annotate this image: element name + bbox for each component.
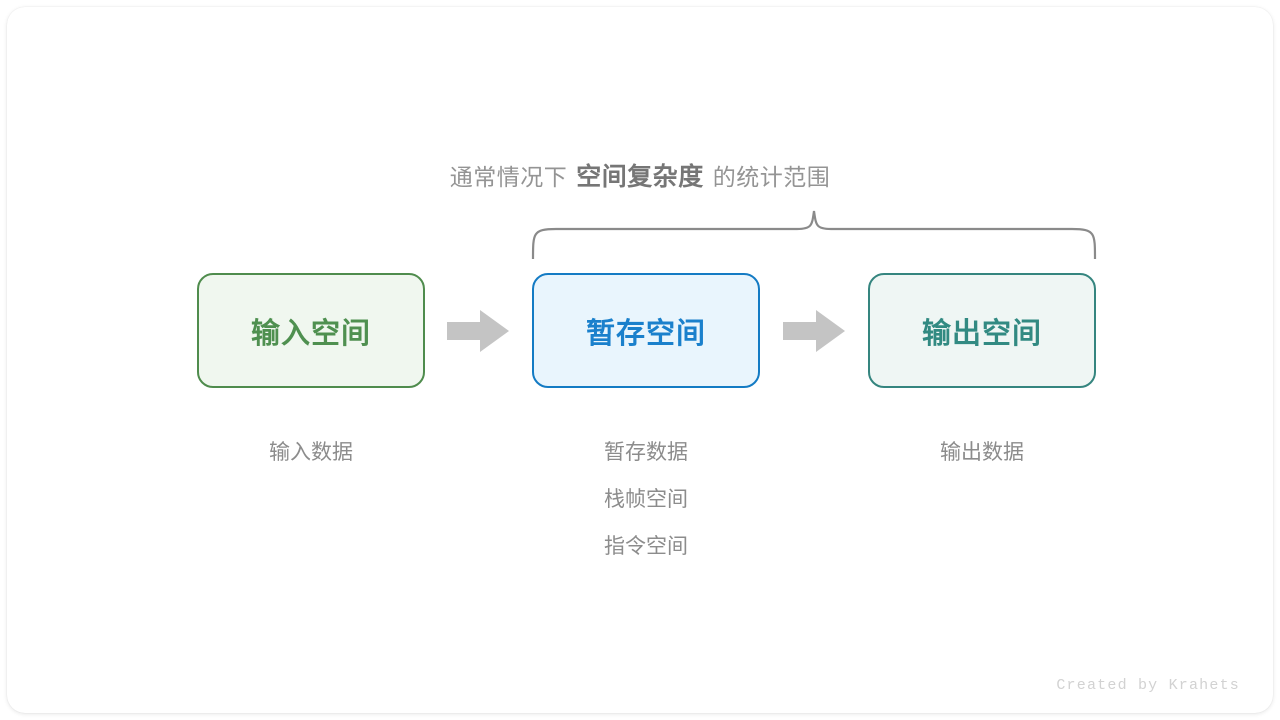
scope-brace-icon <box>531 210 1097 259</box>
label-item: 指令空间 <box>604 535 688 558</box>
label-item: 输出数据 <box>940 441 1024 464</box>
labels-output-column: 输出数据 <box>868 429 1096 476</box>
caption-prefix: 通常情况下 <box>449 164 568 190</box>
caption-emphasis: 空间复杂度 <box>576 163 704 191</box>
watermark: Created by Krahets <box>1056 677 1240 694</box>
arrow-right-icon <box>447 310 509 352</box>
label-item: 暂存数据 <box>604 441 688 464</box>
box-output-space[interactable]: 输出空间 <box>868 273 1096 388</box>
box-temp-space-label: 暂存空间 <box>585 317 706 350</box>
box-output-space-label: 输出空间 <box>921 317 1042 350</box>
diagram-canvas: 通常情况下空间复杂度的统计范围 输入空间 暂存空间 输出空间 输入数据 暂存数据… <box>7 7 1273 713</box>
labels-temp-column: 暂存数据 栈帧空间 指令空间 <box>532 429 760 570</box>
box-input-space-label: 输入空间 <box>250 317 371 350</box>
label-item: 输入数据 <box>269 441 353 464</box>
arrow-right-icon <box>783 310 845 352</box>
labels-input-column: 输入数据 <box>197 429 425 476</box>
caption-suffix: 的统计范围 <box>712 164 831 190</box>
box-temp-space[interactable]: 暂存空间 <box>532 273 760 388</box>
box-input-space[interactable]: 输入空间 <box>197 273 425 388</box>
diagram-caption: 通常情况下空间复杂度的统计范围 <box>7 157 1273 193</box>
label-item: 栈帧空间 <box>604 488 688 511</box>
